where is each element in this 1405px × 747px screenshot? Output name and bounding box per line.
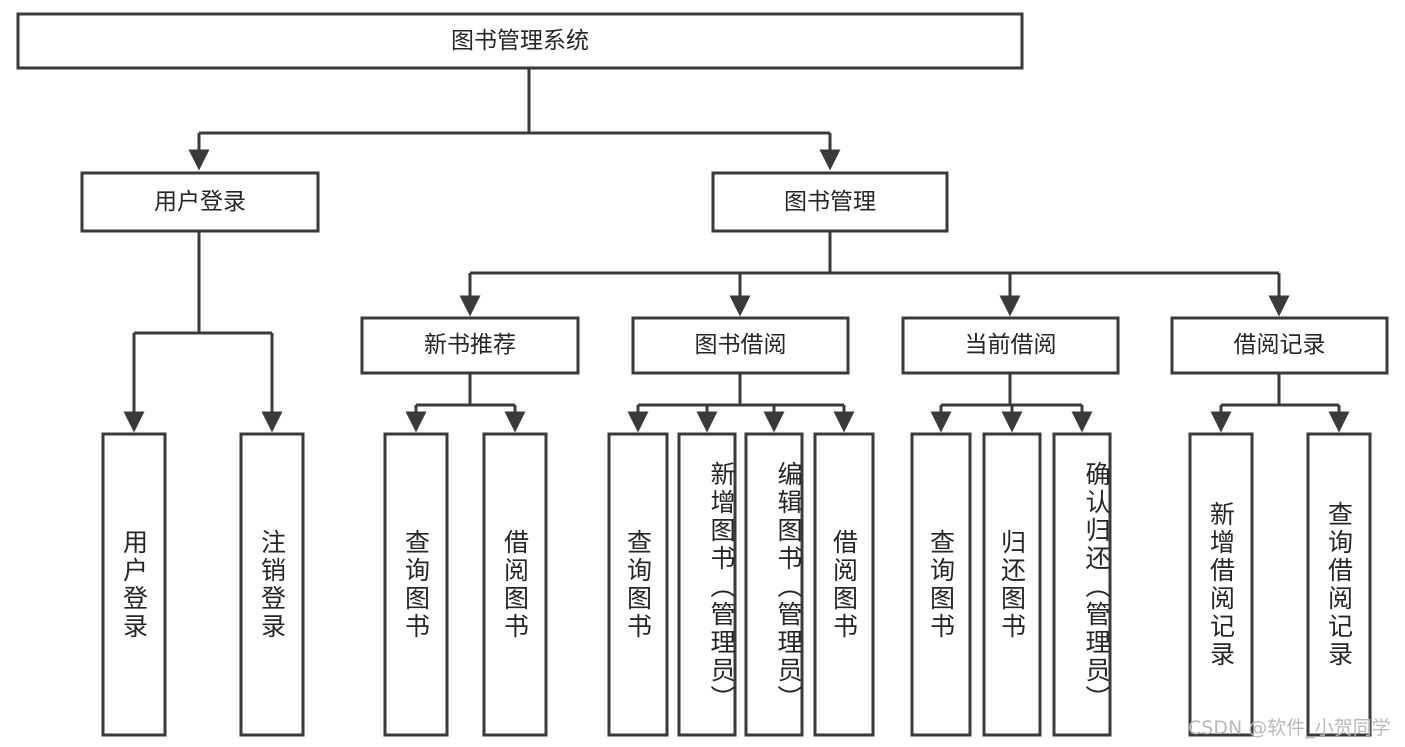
node-box-leaf-borrow-book-2[interactable]	[813, 432, 875, 737]
node-box-leaf-query-record[interactable]	[1306, 432, 1372, 737]
node-box-current-borrow[interactable]	[901, 316, 1120, 375]
node-box-leaf-confirm-return[interactable]	[1052, 432, 1112, 737]
node-box-leaf-query-book-2[interactable]	[607, 432, 669, 737]
node-box-leaf-add-book[interactable]	[677, 432, 737, 737]
node-box-book-management[interactable]	[711, 171, 949, 233]
node-box-new-book-recommend[interactable]	[360, 316, 580, 375]
node-box-leaf-query-book-3[interactable]	[910, 432, 972, 737]
node-box-user-login[interactable]	[80, 171, 320, 233]
node-box-leaf-edit-book[interactable]	[744, 432, 804, 737]
node-box-leaf-return-book[interactable]	[982, 432, 1042, 737]
node-box-leaf-logout[interactable]	[239, 432, 305, 737]
node-box-leaf-user-login[interactable]	[101, 432, 167, 737]
node-box-leaf-add-record[interactable]	[1188, 432, 1254, 737]
node-box-root[interactable]	[16, 12, 1024, 70]
node-box-book-borrow[interactable]	[631, 316, 850, 375]
node-box-leaf-query-book-1[interactable]	[383, 432, 449, 737]
watermark: CSDN @软件_小贺同学	[1188, 717, 1391, 739]
node-box-leaf-borrow-book-1[interactable]	[482, 432, 548, 737]
node-box-borrow-record[interactable]	[1170, 316, 1389, 375]
